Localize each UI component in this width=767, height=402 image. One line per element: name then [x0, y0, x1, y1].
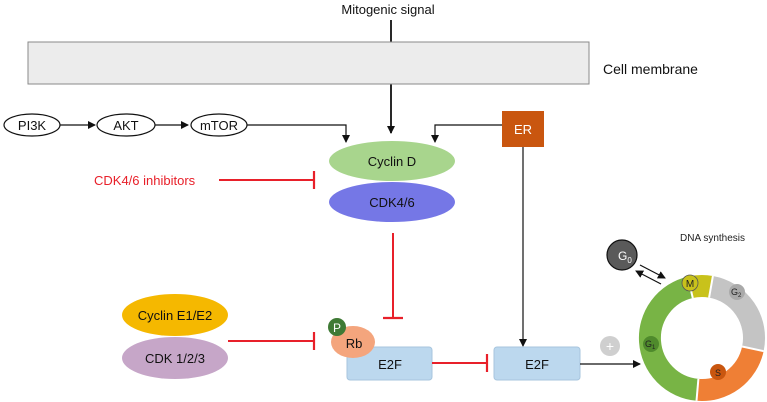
g0-to-cycle-arrow	[639, 264, 666, 279]
cyclin-d-node	[329, 141, 455, 181]
e2f-free-label: E2F	[525, 357, 549, 372]
phase-separator	[708, 275, 714, 298]
cdk123-node	[122, 337, 228, 379]
s-phase-label: S	[715, 368, 721, 378]
cell-cycle-ring	[638, 275, 766, 401]
g1-phase-arc	[638, 276, 699, 401]
er-to-cyclin-d-arrow	[431, 124, 502, 143]
g2-phase-badge	[729, 284, 745, 300]
phase-separator	[741, 345, 764, 353]
s-phase-badge	[710, 364, 726, 380]
rb-label: Rb	[346, 336, 363, 351]
er-label: ER	[514, 122, 532, 137]
m-phase-badge	[681, 274, 699, 292]
s-phase-arc	[696, 345, 764, 401]
m-phase-label: M	[686, 279, 694, 290]
plus-badge	[600, 336, 620, 356]
phospho-badge	[328, 318, 346, 336]
mtor-label: mTOR	[200, 118, 238, 133]
cdk46-inhibitors-label: CDK4/6 inhibitors	[94, 173, 196, 188]
g2-phase-label: G2	[731, 287, 742, 299]
cell-membrane	[27, 41, 590, 85]
g0-node	[606, 239, 638, 271]
mitogenic-signal-label: Mitogenic signal	[341, 2, 434, 17]
g0-label: G0	[618, 249, 632, 265]
g2-phase-arc	[708, 275, 766, 352]
phase-separator	[695, 378, 700, 401]
g1-phase-badge	[643, 336, 659, 352]
e2f-bound-label: E2F	[378, 357, 402, 372]
phospho-label: P	[333, 321, 341, 335]
cdk46-label: CDK4/6	[369, 195, 415, 210]
plus-label: +	[606, 338, 614, 354]
cdk46-node	[329, 182, 455, 222]
mtor-to-cyclin-d-arrow	[247, 124, 350, 143]
pi3k-label: PI3K	[18, 118, 47, 133]
cyclin-e-node	[122, 294, 228, 336]
er-node	[502, 111, 544, 147]
cyclin-d-label: Cyclin D	[368, 154, 416, 169]
cycle-to-g0-arrow	[635, 270, 662, 285]
dna-synthesis-label: DNA synthesis	[680, 233, 745, 244]
cyclin-e-label: Cyclin E1/E2	[138, 308, 212, 323]
cdk123-label: CDK 1/2/3	[145, 351, 205, 366]
cell-membrane-label: Cell membrane	[603, 61, 698, 77]
g1-phase-label: G1	[645, 339, 656, 351]
akt-label: AKT	[113, 118, 138, 133]
